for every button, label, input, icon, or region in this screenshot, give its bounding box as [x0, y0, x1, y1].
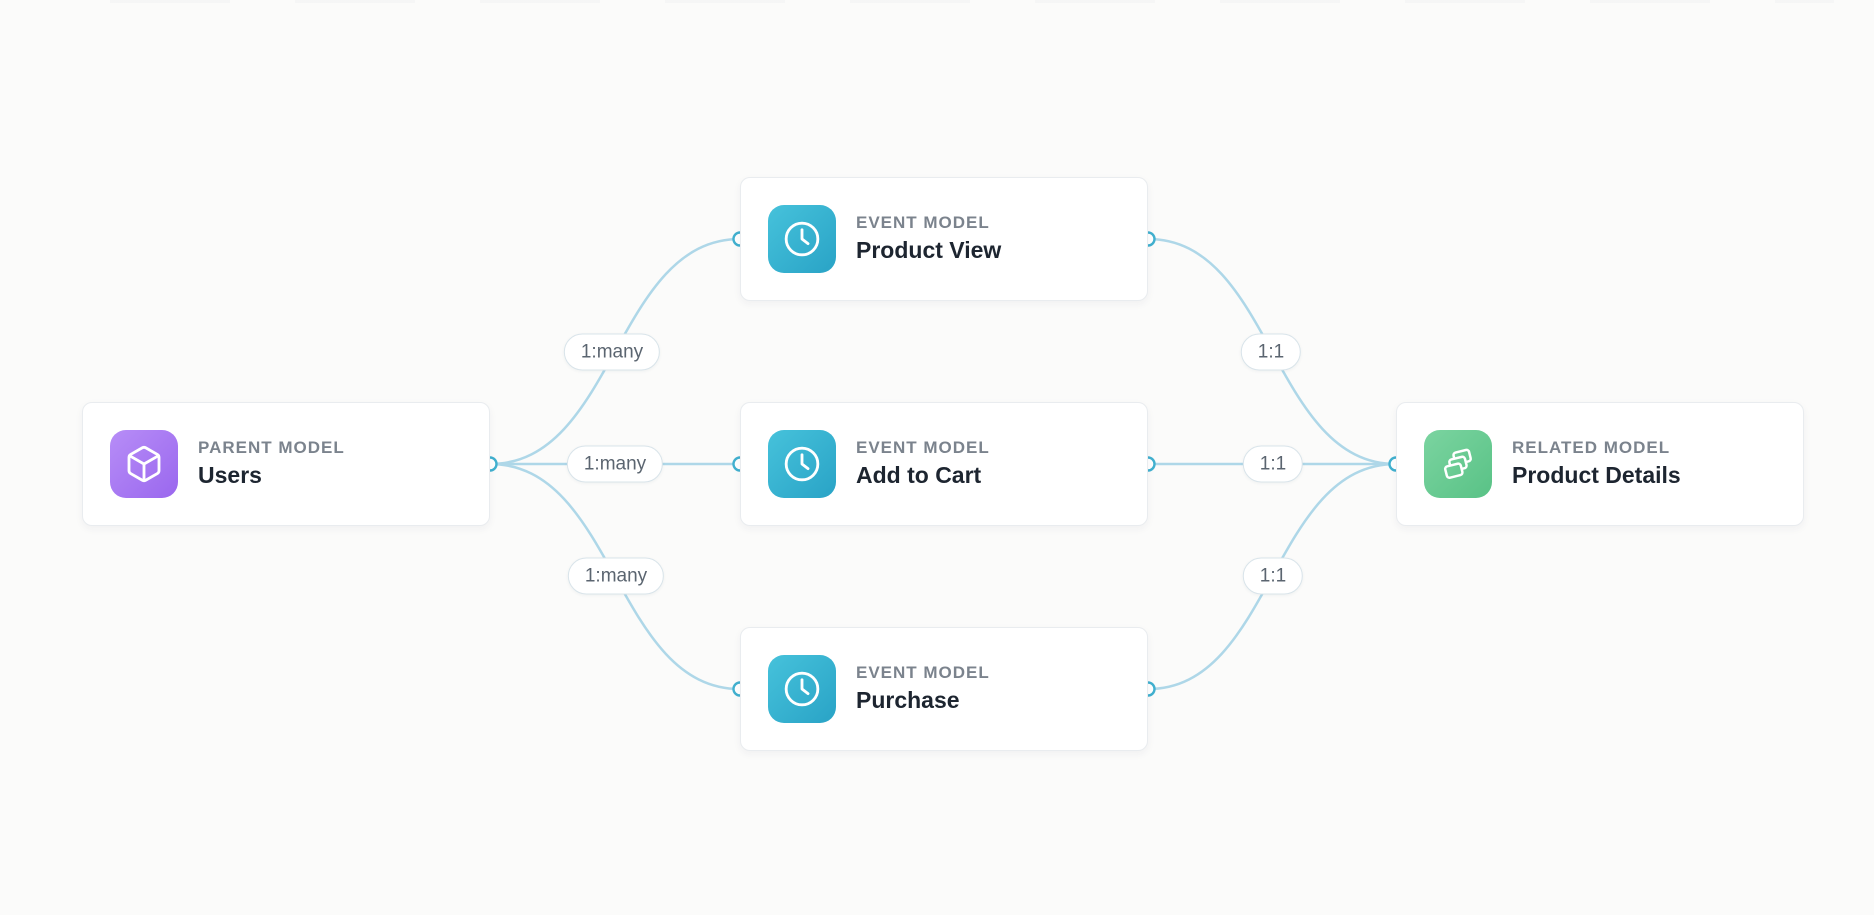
node-type-label: EVENT MODEL	[856, 438, 990, 458]
top-edge-artifact	[110, 0, 1834, 3]
clock-icon	[768, 430, 836, 498]
node-type-label: EVENT MODEL	[856, 213, 990, 233]
node-name: Product View	[856, 236, 1002, 263]
edge-label-users-add-to-cart[interactable]: 1:many	[566, 445, 664, 483]
node-name: Purchase	[856, 686, 960, 713]
node-users[interactable]: PARENT MODEL Users	[82, 402, 490, 526]
clock-icon	[768, 655, 836, 723]
layers-icon	[1424, 430, 1492, 498]
node-purchase[interactable]: EVENT MODEL Purchase	[740, 627, 1148, 751]
edge-label-product-view-details[interactable]: 1:1	[1240, 333, 1302, 371]
node-type-label: PARENT MODEL	[198, 438, 345, 458]
edge-label-add-to-cart-details[interactable]: 1:1	[1242, 445, 1304, 483]
node-name: Product Details	[1512, 461, 1681, 488]
clock-icon	[768, 205, 836, 273]
edge-label-purchase-details[interactable]: 1:1	[1242, 557, 1304, 595]
node-name: Add to Cart	[856, 461, 982, 488]
node-type-label: EVENT MODEL	[856, 663, 990, 683]
node-product-view[interactable]: EVENT MODEL Product View	[740, 177, 1148, 301]
node-product-details[interactable]: RELATED MODEL Product Details	[1396, 402, 1804, 526]
edge-label-users-product-view[interactable]: 1:many	[563, 333, 661, 371]
box-icon	[110, 430, 178, 498]
node-name: Users	[198, 461, 262, 488]
node-add-to-cart[interactable]: EVENT MODEL Add to Cart	[740, 402, 1148, 526]
edge-label-users-purchase[interactable]: 1:many	[567, 557, 665, 595]
node-type-label: RELATED MODEL	[1512, 438, 1671, 458]
